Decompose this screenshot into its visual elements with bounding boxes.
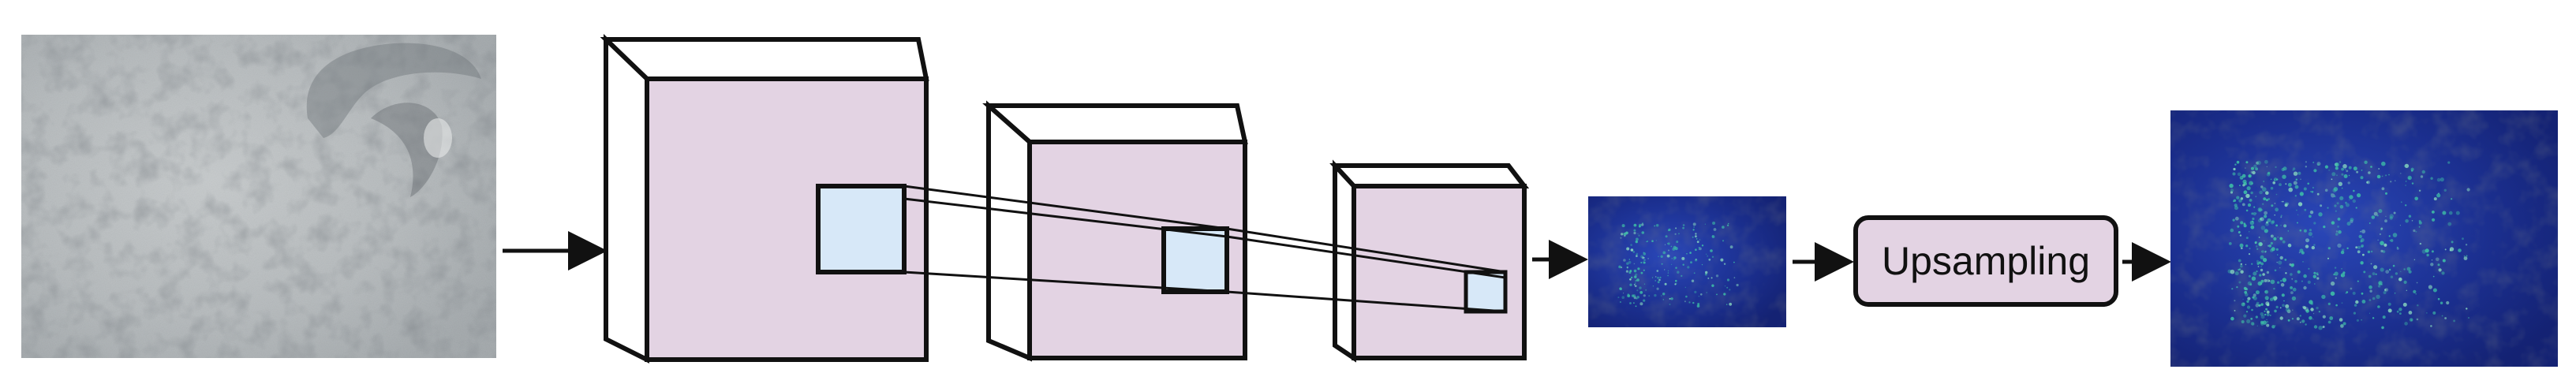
receptive-field-lines	[903, 185, 1506, 313]
kernel-1	[816, 184, 907, 274]
input-image	[21, 35, 496, 358]
kernel-2	[1161, 226, 1229, 294]
heatmap-large	[2170, 110, 2558, 367]
conv-layer-3	[1329, 159, 1530, 363]
upsampling-box	[1853, 215, 2118, 307]
kernel-3	[1464, 270, 1508, 314]
heatmap-small	[1588, 196, 1786, 327]
upsampling-label: Upsampling	[1882, 239, 2090, 283]
